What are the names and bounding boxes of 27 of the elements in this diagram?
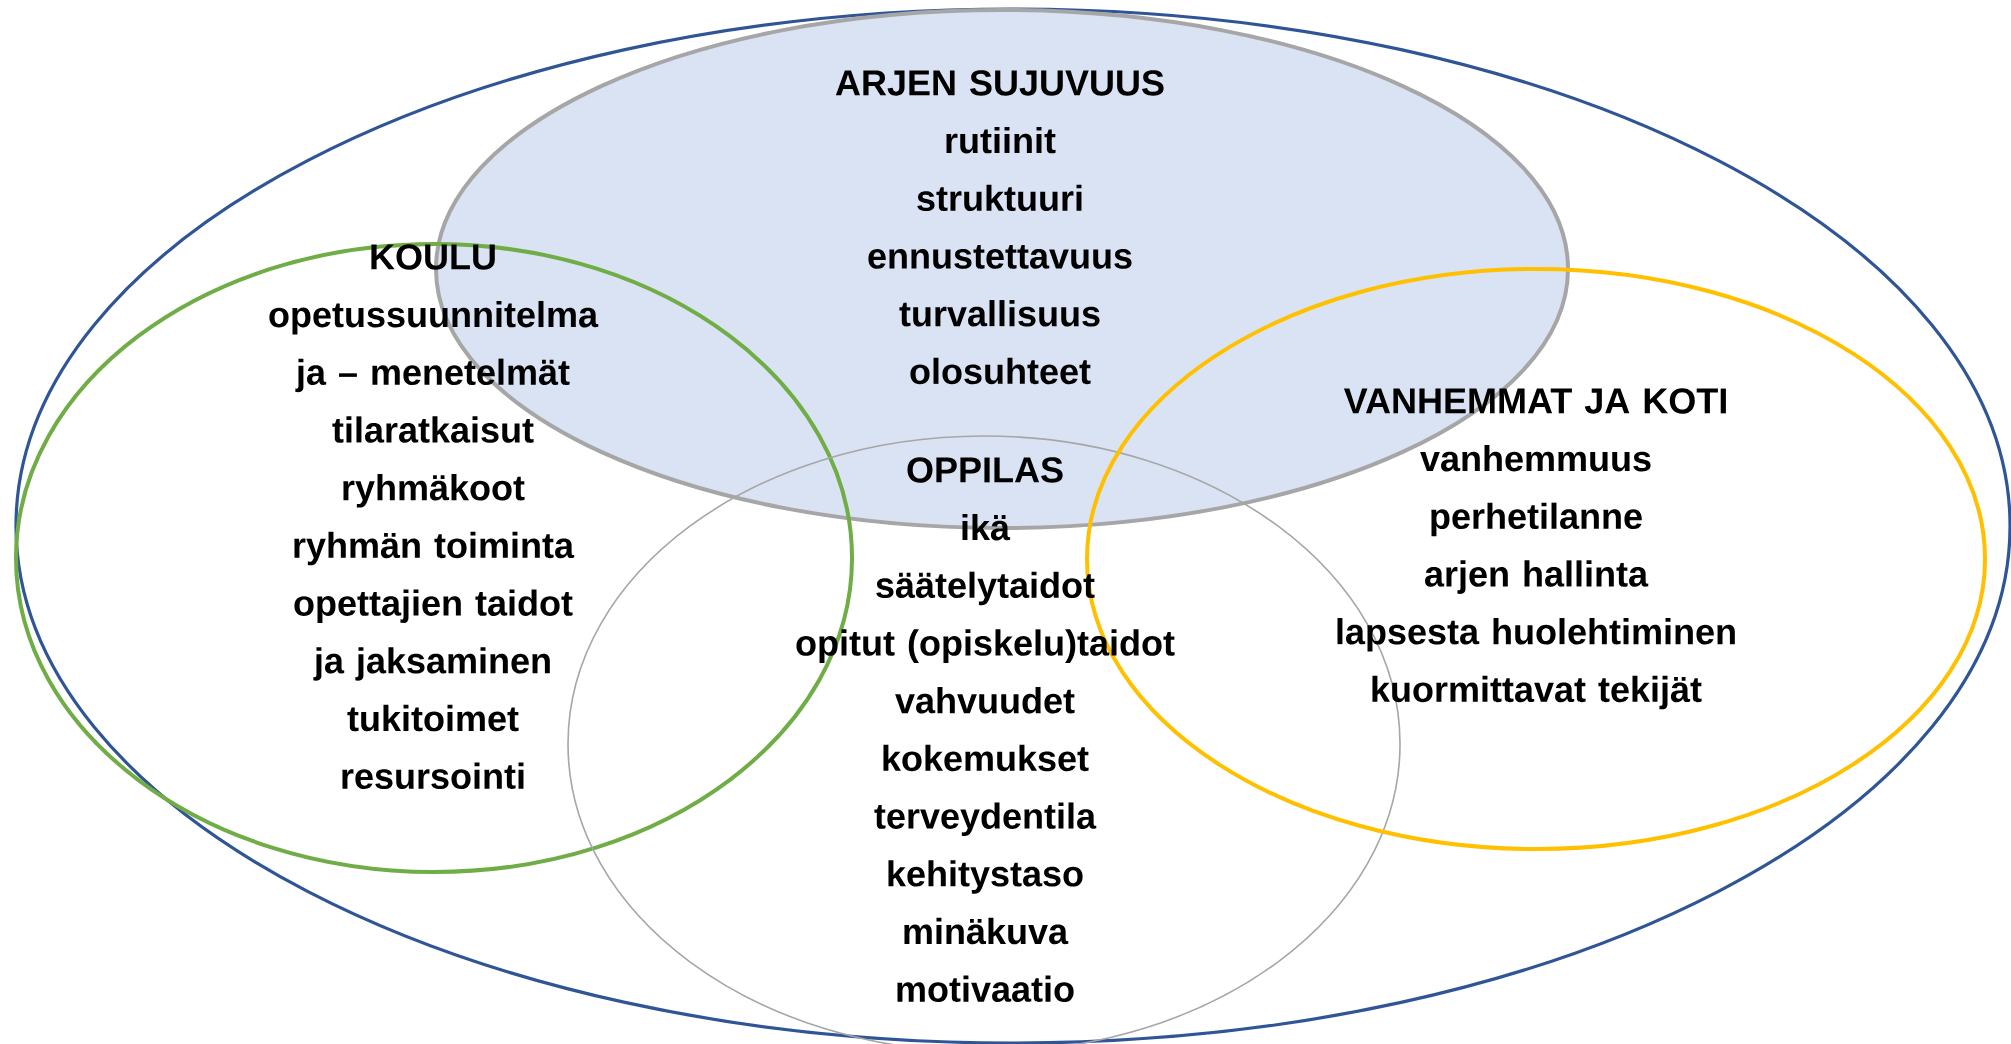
list-item: kuormittavat tekijät xyxy=(1372,675,1702,710)
list-item: terveydentila xyxy=(874,802,1097,836)
list-item: ryhmäkoot xyxy=(343,474,525,508)
heading: OPPILAS xyxy=(907,457,1063,483)
list-item: olosuhteet xyxy=(910,357,1091,385)
list-item: minäkuva xyxy=(904,917,1069,945)
heading: ARJEN SUJUVUUS xyxy=(835,70,1164,96)
list-item: motivaatio xyxy=(897,975,1074,1002)
heading: VANHEMMAT JA KOTI xyxy=(1343,388,1726,414)
list-item: vanhemmuus xyxy=(1420,444,1651,472)
list-item: arjen hallinta xyxy=(1425,560,1649,594)
list-item: turvallisuus xyxy=(899,300,1100,327)
list-item: ennustettavuus xyxy=(868,244,1132,269)
list-item: vahvuudet xyxy=(895,687,1075,714)
list-item: resursointi xyxy=(342,762,524,789)
list-item: kehitystaso xyxy=(888,860,1083,894)
list-item: perhetilanne xyxy=(1431,502,1642,537)
list-item: rutiinit xyxy=(946,126,1056,154)
list-item: tukitoimet xyxy=(347,704,519,732)
ellipse xyxy=(14,7,2011,1044)
list-item: ryhmän toiminta xyxy=(294,531,575,566)
list-item: tilaratkaisut xyxy=(332,416,534,443)
list-item: struktuuri xyxy=(917,184,1082,212)
list-item: kokemukset xyxy=(883,744,1089,772)
list-item: lapsesta huolehtiminen xyxy=(1337,618,1735,652)
heading: KOULU xyxy=(371,244,495,270)
list-item: ikä xyxy=(962,513,1011,541)
